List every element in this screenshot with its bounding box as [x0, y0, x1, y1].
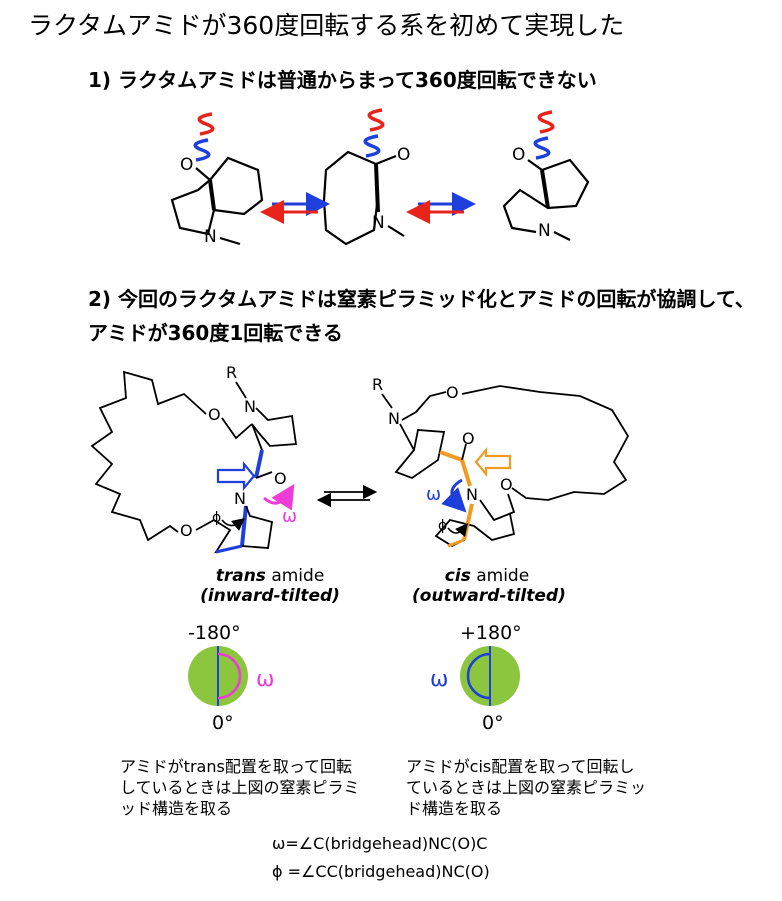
equilibrium-arrows-1	[260, 192, 330, 224]
cis-bottom-angle: 0°	[482, 712, 504, 734]
atom-o-3: O	[512, 145, 525, 165]
phi-symbol-trans: ϕ	[212, 510, 221, 526]
trans-omega-circle: ω	[188, 646, 274, 706]
trans-cis-equilibrium-arrows	[316, 484, 378, 508]
atom-o-cis-top: O	[446, 383, 459, 402]
section1-heading: 1) ラクタムアミドは普通からまって360度回転できない	[88, 68, 597, 92]
rotation-arrow-blue-icon	[363, 134, 381, 158]
omega-rotation-arrow-icon	[263, 483, 295, 511]
atom-o-trans-carbonyl: O	[274, 469, 287, 488]
trans-tilt-label: (inward-tilted)	[200, 586, 340, 606]
atom-n-trans-bottom: N	[234, 489, 246, 508]
trans-amide-label: trans amide (inward-tilted)	[200, 566, 340, 606]
cis-top-angle: +180°	[460, 622, 522, 644]
omega-symbol-trans: ω	[282, 506, 297, 527]
cis-omega-circle: ω	[430, 646, 520, 706]
atom-n-trans-top: N	[244, 397, 256, 416]
atom-o-trans-bottom: O	[180, 521, 193, 540]
lactam-structure-3: O N	[502, 110, 590, 241]
cis-amide-label: cis amide (outward-tilted)	[412, 566, 566, 606]
trans-amide-word: amide	[265, 566, 325, 586]
cis-amide-italic: cis	[444, 566, 471, 586]
atom-r-cis: R	[372, 375, 383, 394]
phi-symbol-cis: ϕ	[438, 518, 447, 534]
omega-label-cis: ω	[430, 667, 448, 692]
rotation-arrow-blue-icon	[193, 138, 211, 162]
atom-o-trans-top: O	[208, 405, 221, 424]
phi-definition: ϕ =∠CC(bridgehead)NC(O)	[272, 862, 490, 881]
section2-heading: 2) 今回のラクタムアミドは窒素ピラミッド化とアミドの回転が協調して、アミドが3…	[88, 287, 755, 345]
lactam-structure-1: O N	[170, 112, 264, 247]
page-title: ラクタムアミドが360度回転する系を初めて実現した	[28, 11, 625, 40]
trans-note: アミドがtrans配置を取って回転しているときは上図の窒素ピラミッド構造を取る	[120, 757, 360, 818]
omega-definition: ω=∠C(bridgehead)NC(O)C	[272, 834, 488, 853]
inward-open-arrow-icon	[216, 460, 256, 492]
outward-open-arrow-icon	[474, 446, 512, 478]
rotation-arrow-red-icon	[197, 112, 215, 136]
atom-o-1: O	[180, 155, 193, 175]
trans-amide-structure: O R N O N ω O ϕ	[90, 363, 297, 554]
atom-n-2: N	[372, 213, 385, 233]
rotation-arrow-red-icon	[537, 110, 555, 134]
atom-n-cis-top: N	[388, 409, 400, 428]
atom-n-3: N	[538, 221, 551, 241]
omega-rotation-arrow-cis-icon	[441, 478, 467, 513]
rotation-arrow-blue-icon	[533, 136, 551, 160]
atom-o-2: O	[397, 145, 410, 165]
atom-o-cis-bottom: O	[500, 475, 513, 494]
atom-n-1: N	[204, 227, 217, 247]
omega-label-trans: ω	[256, 667, 274, 692]
equilibrium-arrows-2	[406, 192, 476, 224]
omega-symbol-cis: ω	[426, 484, 441, 505]
trans-bottom-angle: 0°	[212, 712, 234, 734]
cis-tilt-label: (outward-tilted)	[412, 586, 566, 606]
cis-amide-word: amide	[470, 566, 530, 586]
trans-top-angle: -180°	[188, 622, 241, 644]
atom-n-cis-bottom: N	[466, 485, 478, 504]
trans-amide-italic: trans	[215, 566, 266, 586]
cis-note: アミドがcis配置を取って回転しているときは上図の窒素ピラミッド構造を取る	[406, 757, 647, 818]
atom-r-trans: R	[226, 363, 237, 382]
atom-o-cis-carbonyl: O	[462, 429, 475, 448]
lactam-structure-2: O N	[322, 108, 410, 246]
rotation-arrow-red-icon	[367, 108, 385, 132]
cis-amide-structure: R N O O N O ω ϕ	[372, 375, 630, 548]
